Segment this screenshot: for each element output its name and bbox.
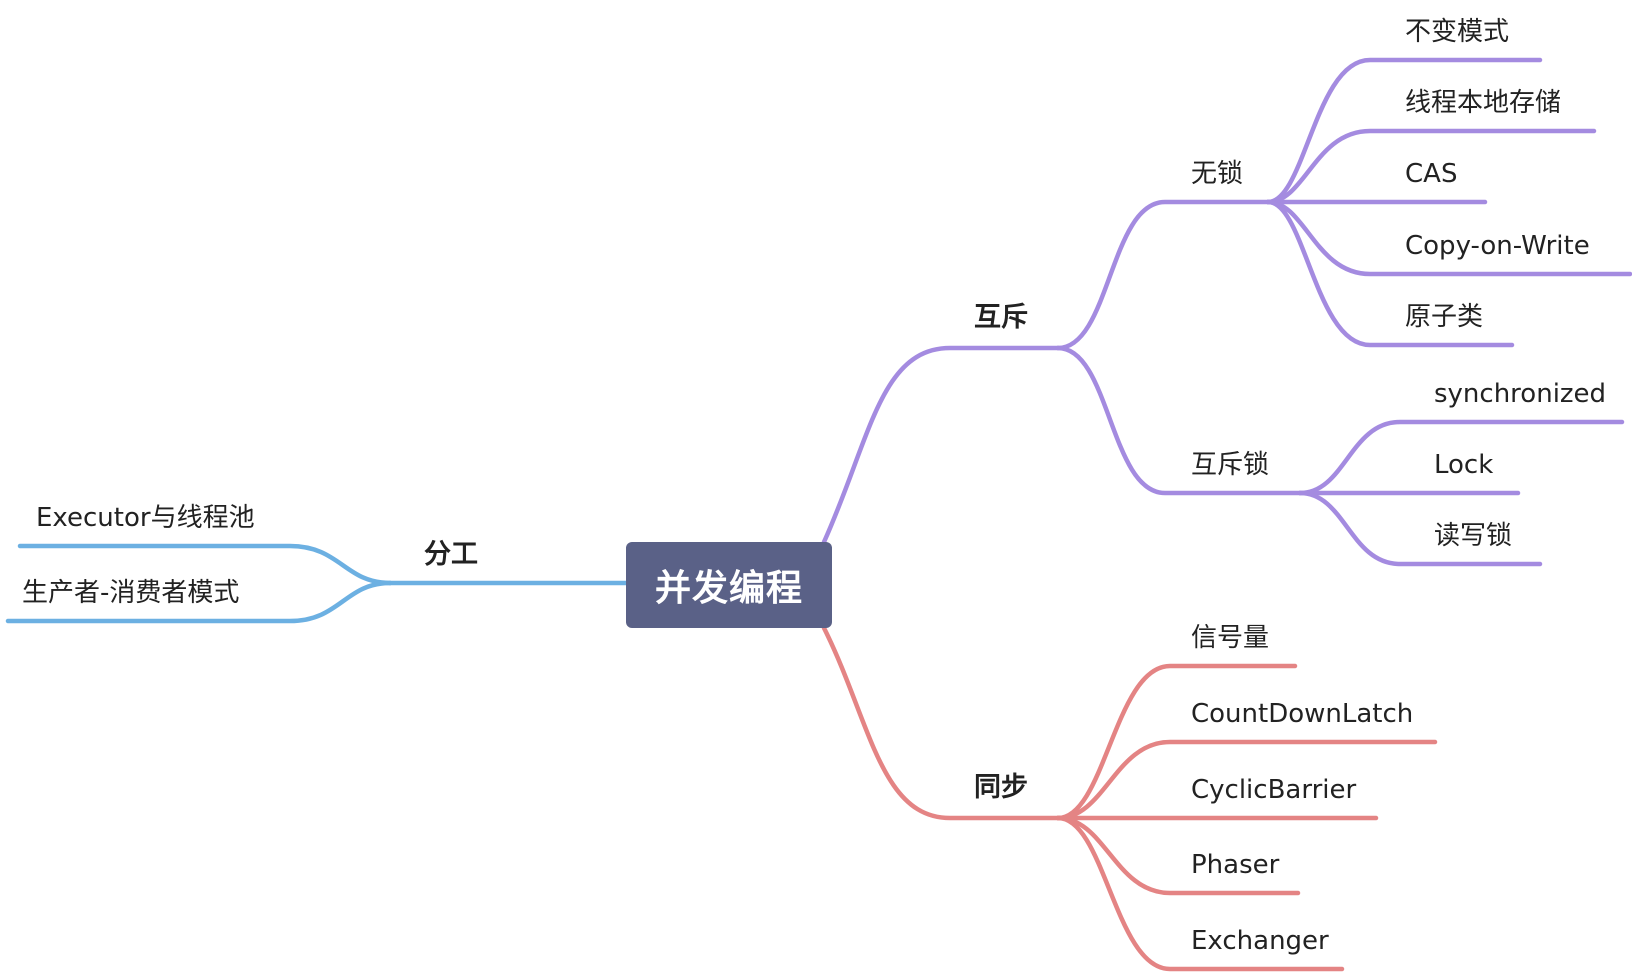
leaf-countdownlatch[interactable]: CountDownLatch [1191,699,1414,729]
link-division-leaf-1 [5,580,393,624]
leaf-immutable[interactable]: 不变模式 [1405,17,1510,47]
node-mutex[interactable]: 互斥 [974,302,1028,333]
leaf-executor[interactable]: Executor与线程池 [36,503,255,533]
link-sync-leaf-1 [1055,739,1438,821]
node-division[interactable]: 分工 [424,539,478,570]
link-sync-leaf-0 [1055,663,1298,821]
leaf-rw-lock[interactable]: 读写锁 [1434,521,1513,551]
leaf-copy-on-write[interactable]: Copy-on-Write [1405,231,1590,261]
node-sync[interactable]: 同步 [974,772,1028,803]
link-locks-leaf-2 [1297,490,1543,567]
link-mutex-lockfree [1055,199,1271,351]
leaf-phaser[interactable]: Phaser [1191,850,1280,880]
node-locks[interactable]: 互斥锁 [1191,450,1270,480]
link-root-mutex [821,345,1061,545]
leaf-atomic[interactable]: 原子类 [1405,302,1484,332]
leaf-thread-local[interactable]: 线程本地存储 [1405,88,1562,118]
link-lockfree-leaf-1 [1265,128,1597,205]
link-root-sync [821,625,1061,821]
link-sync-leaf-3 [1055,815,1301,896]
leaf-semaphore[interactable]: 信号量 [1191,623,1270,653]
link-locks-leaf-0 [1297,419,1625,496]
leaf-cas[interactable]: CAS [1405,159,1458,189]
root-node[interactable]: 并发编程 [626,542,832,628]
leaf-lock[interactable]: Lock [1434,450,1494,480]
link-lockfree-leaf-4 [1265,199,1515,348]
link-mutex-locks [1055,345,1303,496]
link-lockfree-leaf-0 [1265,57,1543,205]
leaf-producer-consumer[interactable]: 生产者-消费者模式 [22,578,240,608]
leaf-synchronized[interactable]: synchronized [1434,379,1607,409]
node-lockfree[interactable]: 无锁 [1191,159,1244,189]
leaf-cyclicbarrier[interactable]: CyclicBarrier [1191,775,1357,805]
link-division-leaf-0 [17,543,393,586]
leaf-exchanger[interactable]: Exchanger [1191,926,1329,956]
link-sync-leaf-4 [1055,815,1345,972]
